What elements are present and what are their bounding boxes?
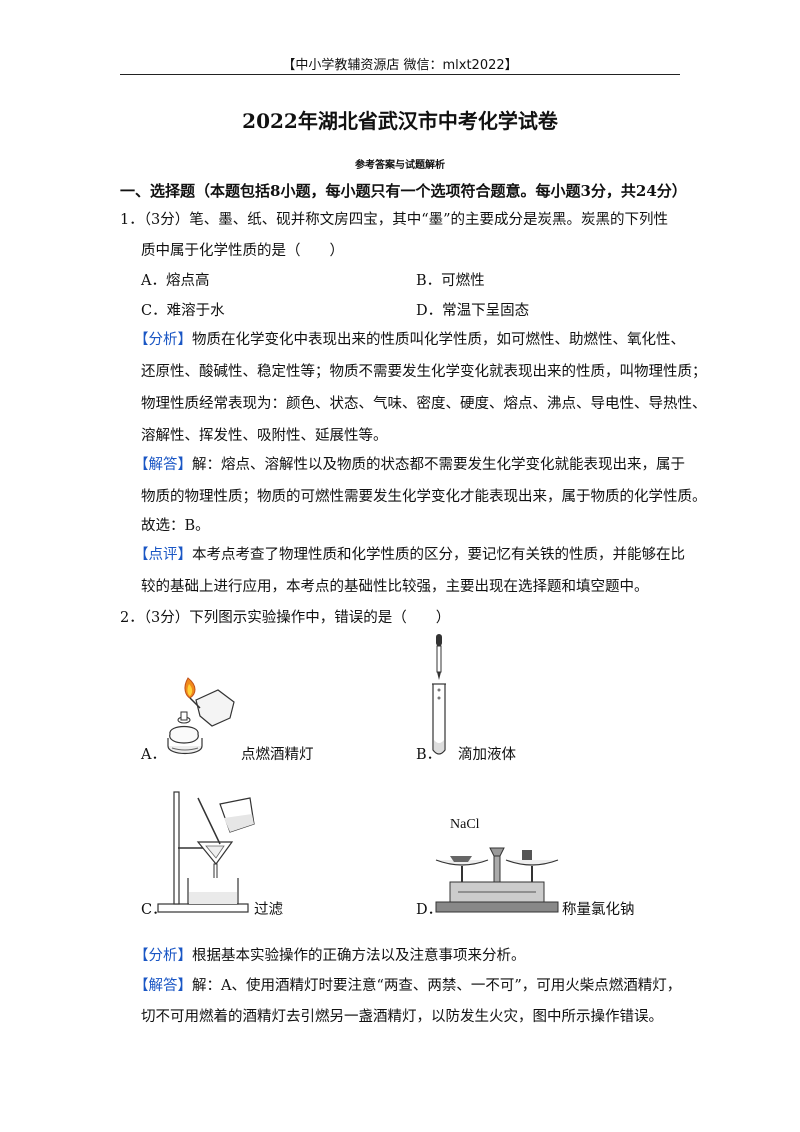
q1-comment-line2: 较的基础上进行应用，本考点的基础性比较强，主要出现在选择题和填空题中。	[141, 579, 649, 595]
q2-option-d-caption: 称量氯化钠	[562, 902, 635, 918]
q2-answer-text1: 解：A、使用酒精灯时要注意“两查、两禁、一不可”，可用火柴点燃酒精灯，	[192, 978, 682, 994]
answer-tag: 【解答】	[134, 978, 192, 994]
analysis-tag: 【分析】	[134, 948, 192, 964]
q1-stem-line2: 质中属于化学性质的是（ ）	[141, 243, 344, 259]
filtration-illustration	[157, 791, 255, 913]
q1-option-a: A．熔点高	[141, 273, 210, 289]
analysis-tag: 【分析】	[134, 332, 192, 348]
paper-title: 2022年湖北省武汉市中考化学试卷	[242, 109, 558, 133]
q1-comment-text1: 本考点考查了物理性质和化学性质的区分，要记忆有关铁的性质，并能够在比	[192, 547, 685, 563]
q1-stem-line1: 1．（3分）笔、墨、纸、砚并称文房四宝，其中“墨”的主要成分是炭黑。炭黑的下列性	[120, 212, 669, 228]
q2-answer: 【解答】解：A、使用酒精灯时要注意“两查、两禁、一不可”，可用火柴点燃酒精灯，	[134, 976, 681, 996]
answer-tag: 【解答】	[134, 457, 192, 473]
q2-option-b-caption: 滴加液体	[458, 747, 516, 763]
section-heading: 一、选择题（本题包括8小题，每小题只有一个选项符合题意。每小题3分，共24分）	[120, 182, 687, 200]
comment-tag: 【点评】	[134, 547, 192, 563]
q1-answer: 【解答】解：熔点、溶解性以及物质的状态都不需要发生化学变化就能表现出来，属于	[134, 455, 685, 475]
q1-option-b: B．可燃性	[416, 273, 485, 289]
q1-option-d: D．常温下呈固态	[416, 303, 530, 319]
nacl-label: NaCl	[450, 817, 480, 832]
q2-option-a-letter: A．	[141, 747, 166, 763]
q2-option-c-caption: 过滤	[254, 902, 283, 918]
q1-analysis-text1: 物质在化学变化中表现出来的性质叫化学性质，如可燃性、助燃性、氧化性、	[192, 332, 685, 348]
q1-analysis-line2: 还原性、酸碱性、稳定性等；物质不需要发生化学变化就表现出来的性质，叫物理性质；	[141, 364, 707, 380]
q1-answer-line2: 物质的物理性质；物质的可燃性需要发生化学变化才能表现出来，属于物质的化学性质。	[141, 489, 707, 505]
page-header: 【中小学教辅资源店 微信：mlxt2022】	[282, 58, 518, 73]
alcohol-lamp-illustration	[167, 677, 235, 755]
q1-answer-line3: 故选：B。	[141, 518, 210, 534]
paper-subtitle: 参考答案与试题解析	[355, 160, 445, 171]
q1-analysis: 【分析】物质在化学变化中表现出来的性质叫化学性质，如可燃性、助燃性、氧化性、	[134, 330, 685, 350]
q2-answer-line2: 切不可用燃着的酒精灯去引燃另一盏酒精灯，以防发生火灾，图中所示操作错误。	[141, 1009, 663, 1025]
q2-analysis-text1: 根据基本实验操作的正确方法以及注意事项来分析。	[192, 948, 526, 964]
q1-option-c: C．难溶于水	[141, 303, 225, 319]
q2-stem: 2．（3分）下列图示实验操作中，错误的是（ ）	[120, 610, 451, 626]
q1-analysis-line3: 物理性质经常表现为：颜色、状态、气味、密度、硬度、熔点、沸点、导电性、导热性、	[141, 396, 707, 412]
balance-illustration	[435, 847, 559, 913]
q1-answer-text1: 解：熔点、溶解性以及物质的状态都不需要发生化学变化就能表现出来，属于	[192, 457, 685, 473]
q2-option-a-caption: 点燃酒精灯	[241, 747, 314, 763]
dropper-testtube-illustration	[432, 634, 446, 755]
q2-analysis: 【分析】根据基本实验操作的正确方法以及注意事项来分析。	[134, 946, 526, 966]
q1-analysis-line4: 溶解性、挥发性、吸附性、延展性等。	[141, 428, 388, 444]
header-rule	[120, 74, 680, 75]
q1-comment: 【点评】本考点考查了物理性质和化学性质的区分，要记忆有关铁的性质，并能够在比	[134, 545, 685, 565]
